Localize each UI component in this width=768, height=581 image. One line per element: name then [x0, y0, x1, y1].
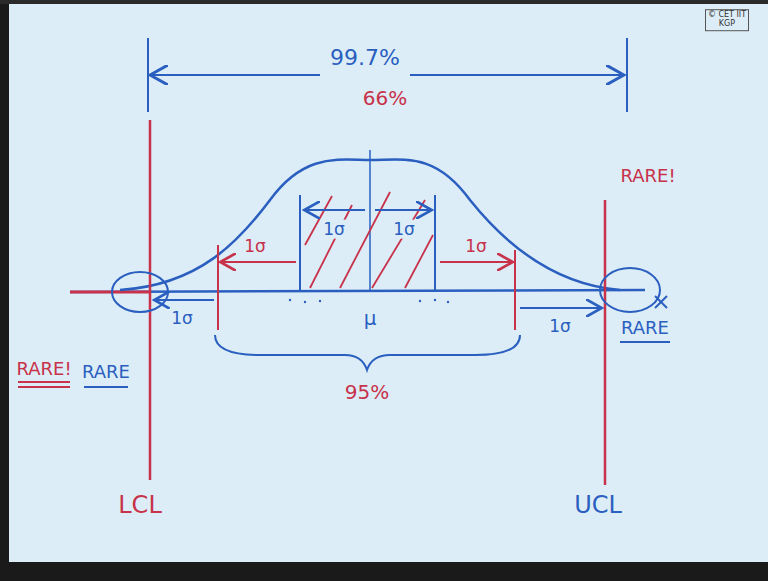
mean-label: μ: [362, 307, 379, 329]
sigma-label: 1σ: [463, 237, 489, 256]
sigma-label: 1σ: [391, 220, 417, 239]
sigma-label: 1σ: [321, 220, 347, 239]
rare-note: RARE!: [14, 359, 73, 379]
percent-label: 99.7%: [328, 46, 402, 70]
sigma-label: 1σ: [547, 317, 573, 336]
limit-label: UCL: [572, 492, 624, 518]
percent-label: 95%: [343, 381, 391, 403]
limit-label: LCL: [116, 492, 164, 518]
rare-note: RARE: [80, 362, 132, 382]
rare-note: RARE!: [618, 166, 677, 186]
percent-label: 66%: [361, 87, 409, 109]
sigma-label: 1σ: [242, 237, 268, 256]
sigma-label: 1σ: [169, 309, 195, 328]
logo-mark: © CET IIT KGP: [705, 9, 749, 31]
rare-note: RARE: [619, 318, 671, 338]
